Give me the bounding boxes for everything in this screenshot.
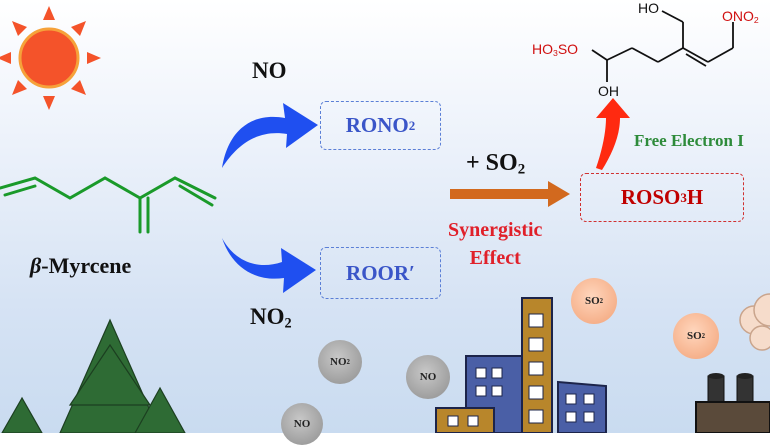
product-ono2-label: ONO2 <box>722 8 759 26</box>
free-electron-label: Free Electron I <box>634 131 744 150</box>
myrcene-structure <box>0 176 217 234</box>
product-ho3so-label: HO3SO <box>532 41 579 59</box>
diagram-graphics <box>0 6 770 433</box>
smoke-cloud <box>739 293 770 351</box>
factory <box>695 373 770 433</box>
no2-label: NO2 <box>250 304 292 332</box>
trees <box>1 318 186 433</box>
sun-icon <box>0 6 101 110</box>
product-ho-label: HO <box>638 0 659 16</box>
buildings <box>435 297 607 433</box>
roor-box: ROOR′ <box>320 247 441 299</box>
myrcene-label: β-Myrcene <box>30 253 132 278</box>
red-arrow <box>596 98 630 170</box>
no-bubble-bottom: NO <box>281 403 323 445</box>
blue-arrow-down <box>222 238 316 293</box>
synergistic-effect-label: Synergistic Effect <box>448 219 543 269</box>
no-label: NO <box>252 58 287 83</box>
orange-arrow <box>450 181 570 207</box>
so2-label: + SO2 <box>466 150 526 178</box>
no-bubble: NO <box>406 355 450 399</box>
product-structure <box>591 10 734 82</box>
blue-arrow-up <box>222 103 318 168</box>
product-oh-label: OH <box>598 83 619 99</box>
